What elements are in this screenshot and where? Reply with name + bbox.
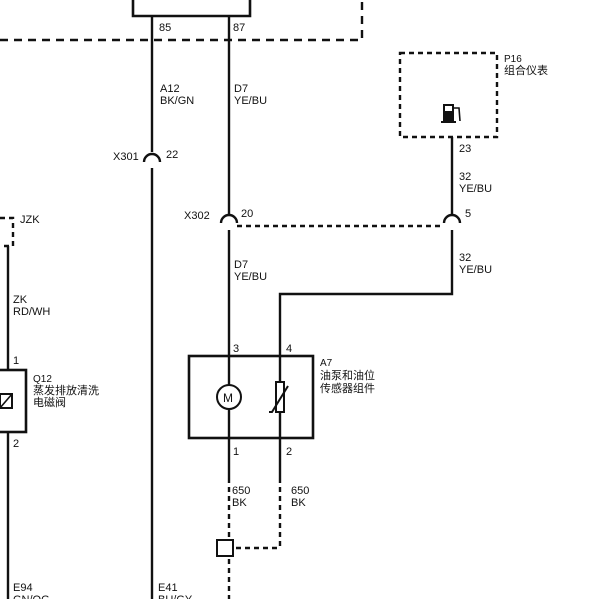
a7-name-line1: 油泵和油位 [320, 368, 375, 382]
q12-pin-2: 2 [13, 438, 19, 450]
wire-zk-color: RD/WH [13, 306, 50, 318]
wire-32-bottom-circuit: 32 [459, 252, 471, 264]
wire-32-top-circuit: 32 [459, 171, 471, 183]
wire-e94-color: GN/OG [13, 594, 50, 599]
p16-pin: 23 [459, 143, 471, 155]
x302-pin-right: 5 [465, 208, 471, 220]
top-pin-85: 85 [159, 22, 171, 34]
wire-zk-circuit: ZK [13, 294, 28, 306]
q12-purge-solenoid: 1 2 Q12 蒸发排放清洗 电磁阀 [0, 355, 99, 599]
q12-pin-1: 1 [13, 355, 19, 367]
wire-650-left: 650 BK [227, 438, 250, 599]
wire-650-right: 650 BK [236, 438, 309, 550]
a7-pin-2: 2 [286, 446, 292, 458]
x302-pin-left: 20 [241, 208, 253, 220]
wire-d7-bottom: D7 YE/BU [227, 230, 267, 356]
jzk-fuse: JZK [0, 214, 40, 248]
variable-resistor-icon [269, 381, 289, 413]
wire-d7-top-color: YE/BU [234, 95, 267, 107]
connector-x302: X302 20 5 [184, 208, 471, 228]
wire-650-right-color: BK [291, 497, 306, 509]
jzk-label: JZK [20, 214, 40, 226]
wire-32-bottom: 32 YE/BU [278, 230, 492, 356]
wire-a12-color: BK/GN [160, 95, 194, 107]
motor-icon: M [216, 384, 242, 410]
wire-d7-bottom-color: YE/BU [234, 271, 267, 283]
top-module: 85 87 [0, 0, 364, 42]
wire-e41-color: BU/GY [158, 594, 193, 599]
x301-name: X301 [113, 151, 139, 163]
a7-pin-3: 3 [233, 343, 239, 355]
a7-pin-4: 4 [286, 343, 292, 355]
wire-d7-top: D7 YE/BU [227, 24, 267, 214]
motor-symbol: M [223, 391, 233, 405]
ground-terminal-icon [216, 539, 234, 557]
wire-d7-bottom-circuit: D7 [234, 259, 248, 271]
a7-fuel-pump-assembly: 3 4 A7 油泵和油位 传感器组件 M 1 2 [187, 343, 375, 458]
wire-32-top-color: YE/BU [459, 183, 492, 195]
p16-name: 组合仪表 [504, 63, 548, 77]
x301-pin: 22 [166, 149, 178, 161]
q12-name-line1: 蒸发排放清洗 [33, 383, 99, 397]
q12-id: Q12 [33, 374, 52, 385]
wire-e94-circuit: E94 [13, 582, 33, 594]
connector-x301: X301 22 [113, 149, 178, 599]
top-pin-87: 87 [233, 22, 245, 34]
wire-a12-circuit: A12 [160, 83, 180, 95]
a7-name-line2: 传感器组件 [320, 381, 375, 395]
x302-name: X302 [184, 210, 210, 222]
a7-pin-1: 1 [233, 446, 239, 458]
wire-32-bottom-color: YE/BU [459, 264, 492, 276]
p16-instrument-cluster: P16 组合仪表 23 32 YE/BU [398, 51, 548, 216]
p16-id: P16 [504, 54, 522, 65]
wire-d7-top-circuit: D7 [234, 83, 248, 95]
q12-name-line2: 电磁阀 [33, 395, 66, 409]
wire-zk: ZK RD/WH [6, 246, 50, 370]
wire-650-left-color: BK [232, 497, 247, 509]
fuel-pump-icon [441, 104, 461, 123]
a7-id: A7 [320, 358, 333, 369]
wire-e41-circuit: E41 [158, 582, 178, 594]
wire-650-right-circuit: 650 [291, 485, 309, 497]
wire-a12: A12 BK/GN [150, 24, 194, 152]
wire-650-left-circuit: 650 [232, 485, 250, 497]
